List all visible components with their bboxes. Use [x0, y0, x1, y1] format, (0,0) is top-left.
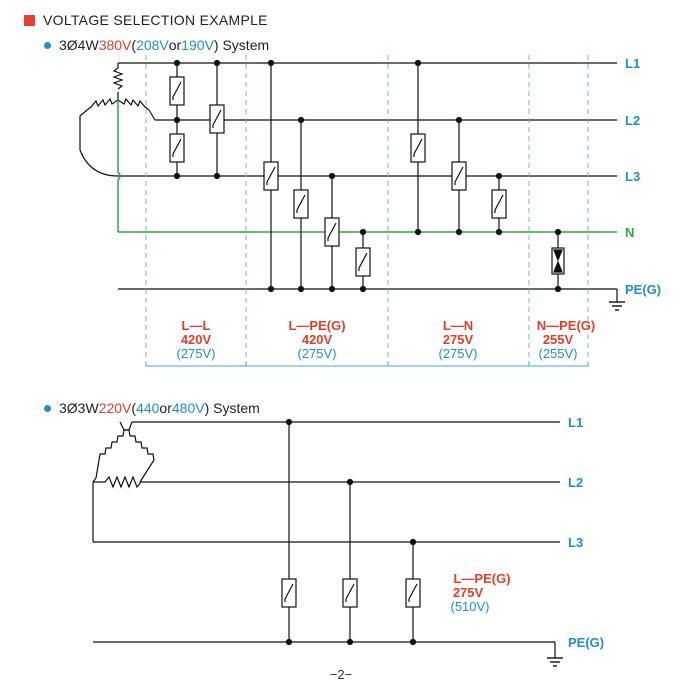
- group-brackets: [145, 362, 589, 367]
- label-n: N: [625, 225, 634, 240]
- label-l1: L1: [568, 415, 583, 430]
- ground-icon: [546, 649, 564, 667]
- delta-transformer-icon: [92, 421, 155, 542]
- group-rated: 420V: [181, 332, 212, 347]
- group-l-pe-3w: [281, 418, 421, 646]
- group-alt: (275V): [176, 346, 215, 361]
- group-rated: 420V: [302, 332, 333, 347]
- varistor-icon: [342, 578, 358, 608]
- group-alt: (510V): [450, 599, 489, 614]
- discharge-tube-icon: [551, 247, 565, 275]
- system2-diagram: L1 L2 L3 PE(G) L—PE(G) 275V (510V): [92, 415, 604, 667]
- group-l-l: [169, 59, 225, 180]
- varistor-icon: [209, 104, 225, 134]
- group-l-pe: [263, 59, 371, 293]
- label-pe: PE(G): [625, 282, 661, 297]
- ground-icon: [608, 293, 626, 311]
- label-l2: L2: [568, 475, 583, 490]
- varistor-icon: [169, 76, 185, 106]
- label-l2: L2: [625, 113, 640, 128]
- group-rated: 255V: [543, 332, 574, 347]
- group-rated: 275V: [443, 332, 474, 347]
- wye-transformer-icon: [79, 63, 156, 177]
- label-l3: L3: [568, 535, 583, 550]
- section-title: VOLTAGE SELECTION EXAMPLE: [43, 12, 268, 28]
- varistor-icon: [281, 578, 297, 608]
- section-header: VOLTAGE SELECTION EXAMPLE: [24, 12, 268, 28]
- system2-title: 3Ø3W 220V (440 or 480V) System: [44, 400, 260, 416]
- varistor-icon: [405, 578, 421, 608]
- varistor-icon: [293, 189, 309, 219]
- red-square-icon: [24, 14, 35, 26]
- varistor-icon: [263, 161, 279, 191]
- group-alt: (255V): [538, 346, 577, 361]
- label-pe: PE(G): [568, 635, 604, 650]
- label-l1: L1: [625, 56, 640, 71]
- bullet-icon: [44, 41, 51, 49]
- neutral-wire: [117, 100, 121, 232]
- group-dividers: [145, 55, 589, 366]
- group-name: L—PE(G): [288, 318, 345, 333]
- varistor-icon: [491, 189, 507, 219]
- group-n-pe: [551, 228, 565, 293]
- bullet-icon: [44, 404, 51, 412]
- group-alt: (275V): [297, 346, 336, 361]
- group-rated: 275V: [453, 585, 484, 600]
- system1-diagram: L1 L2 L3 N PE(G) L—L 420V (275V) L—PE(G)…: [79, 55, 661, 367]
- group-name: L—L: [182, 318, 211, 333]
- varistor-icon: [169, 133, 185, 163]
- system1-title: 3Ø4W 380V (208V or 190V) System: [44, 37, 269, 53]
- group-name: L—PE(G): [453, 571, 510, 586]
- label-l3: L3: [625, 169, 640, 184]
- page-number: −2−: [330, 667, 352, 682]
- varistor-icon: [324, 217, 340, 247]
- varistor-icon: [410, 133, 426, 163]
- varistor-icon: [355, 247, 371, 277]
- varistor-icon: [451, 161, 467, 191]
- group-name: N—PE(G): [537, 318, 596, 333]
- group-name: L—N: [443, 318, 473, 333]
- group-l-n: [410, 59, 507, 236]
- group-alt: (275V): [438, 346, 477, 361]
